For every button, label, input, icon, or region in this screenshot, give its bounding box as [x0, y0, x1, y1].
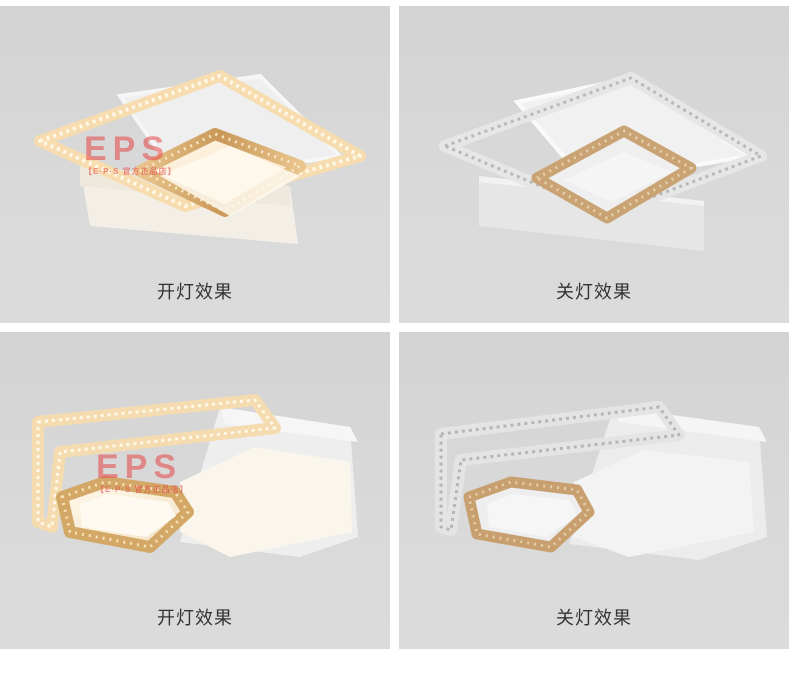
brand-watermark: EPS 【E·P·S 官方正品店】 [96, 450, 189, 495]
watermark-brand: EPS [84, 130, 171, 168]
panel-caption: 关灯效果 [556, 608, 632, 629]
watermark-line: 【E·P·S 官方正品店】 [84, 167, 177, 176]
square-lamp-on-image [34, 70, 366, 244]
brand-watermark: EPS 【E·P·S 官方正品店】 [84, 132, 177, 177]
watermark-line: 【E·P·S 官方正品店】 [96, 485, 189, 494]
product-panel-hexagon-off: 关灯效果 [399, 332, 789, 649]
hexagon-lamp-off-image [435, 401, 767, 560]
square-lamp-off-image [439, 72, 767, 251]
panel-caption: 开灯效果 [157, 282, 233, 303]
watermark-brand: EPS [96, 448, 183, 486]
panel-caption: 开灯效果 [157, 608, 233, 629]
product-panel-square-on: EPS 【E·P·S 官方正品店】 开灯效果 [0, 6, 390, 323]
panel-caption: 关灯效果 [556, 282, 632, 303]
product-panel-square-off: 关灯效果 [399, 6, 789, 323]
hexagon-lamp-on-image [32, 394, 358, 557]
product-panel-hexagon-on: EPS 【E·P·S 官方正品店】 开灯效果 [0, 332, 390, 649]
